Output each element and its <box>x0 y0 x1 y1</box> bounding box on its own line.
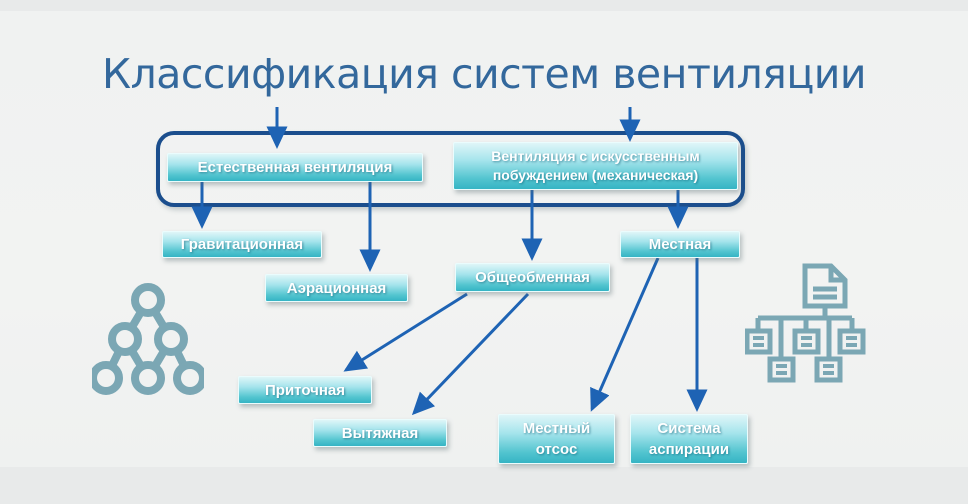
node-label: Система аспирации <box>648 420 730 458</box>
node-label: Местный отсос <box>522 420 591 458</box>
document-flowchart-icon <box>744 263 875 388</box>
node-aeration: Аэрационная <box>265 274 408 302</box>
page-title: Классификация систем вентиляции <box>101 50 867 98</box>
node-label: Аэрационная <box>286 279 387 297</box>
node-supply: Приточная <box>238 376 372 404</box>
network-circles-icon <box>89 282 207 401</box>
node-label: Приточная <box>265 381 345 399</box>
node-gravitational: Гравитационная <box>162 231 322 258</box>
node-label: Местная <box>648 236 712 253</box>
node-local: Местная <box>620 231 740 258</box>
node-label: Естественная вентиляция <box>197 159 393 176</box>
node-general-exchange: Общеобменная <box>455 263 610 292</box>
node-label: Общеобменная <box>475 269 590 286</box>
node-label: Гравитационная <box>180 236 304 253</box>
node-label: Вытяжная <box>341 424 419 442</box>
node-natural-ventilation: Естественная вентиляция <box>167 153 423 182</box>
node-label: Вентиляция с искусственным побуждением (… <box>491 148 700 183</box>
slide-background <box>0 11 968 467</box>
node-mechanical-ventilation: Вентиляция с искусственным побуждением (… <box>453 142 738 190</box>
root-group-frame <box>156 131 745 207</box>
node-local-suction: Местный отсос <box>498 414 615 464</box>
node-exhaust: Вытяжная <box>313 419 447 447</box>
node-aspiration-system: Система аспирации <box>630 414 748 464</box>
